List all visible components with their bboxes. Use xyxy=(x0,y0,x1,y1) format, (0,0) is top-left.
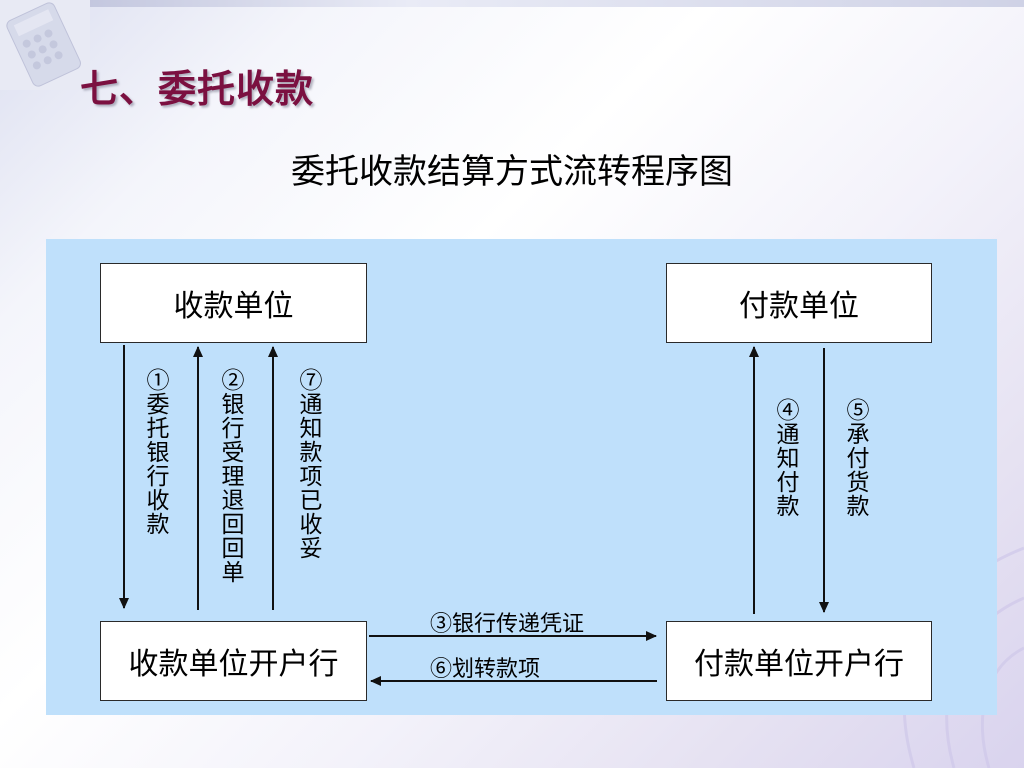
payer-bank-box: 付款单位开户行 xyxy=(666,621,932,701)
top-decorative-line xyxy=(0,0,1024,7)
payer-box: 付款单位 xyxy=(666,263,932,343)
payee-bank-label: 收款单位开户行 xyxy=(128,647,339,682)
payee-label: 收款单位 xyxy=(173,289,294,324)
payer-bank-label: 付款单位开户行 xyxy=(694,647,904,682)
step1-label: ①委托银行收款 xyxy=(142,368,168,536)
slide-title: 七、委托收款 xyxy=(80,66,315,111)
step7-label: ⑦通知款项已收妥 xyxy=(295,368,321,560)
payer-label: 付款单位 xyxy=(739,289,859,324)
step4-label: ④通知付款 xyxy=(772,398,798,518)
step3-label: ③银行传递凭证 xyxy=(430,612,585,637)
step5-label: ⑤承付货款 xyxy=(842,398,868,518)
diagram-title: 委托收款结算方式流转程序图 xyxy=(291,152,733,192)
step2-label: ②银行受理退回回单 xyxy=(217,368,243,584)
payee-bank-box: 收款单位开户行 xyxy=(100,621,367,701)
payee-box: 收款单位 xyxy=(100,263,367,343)
step6-label: ⑥划转款项 xyxy=(430,657,541,682)
calculator-icon xyxy=(0,0,90,90)
